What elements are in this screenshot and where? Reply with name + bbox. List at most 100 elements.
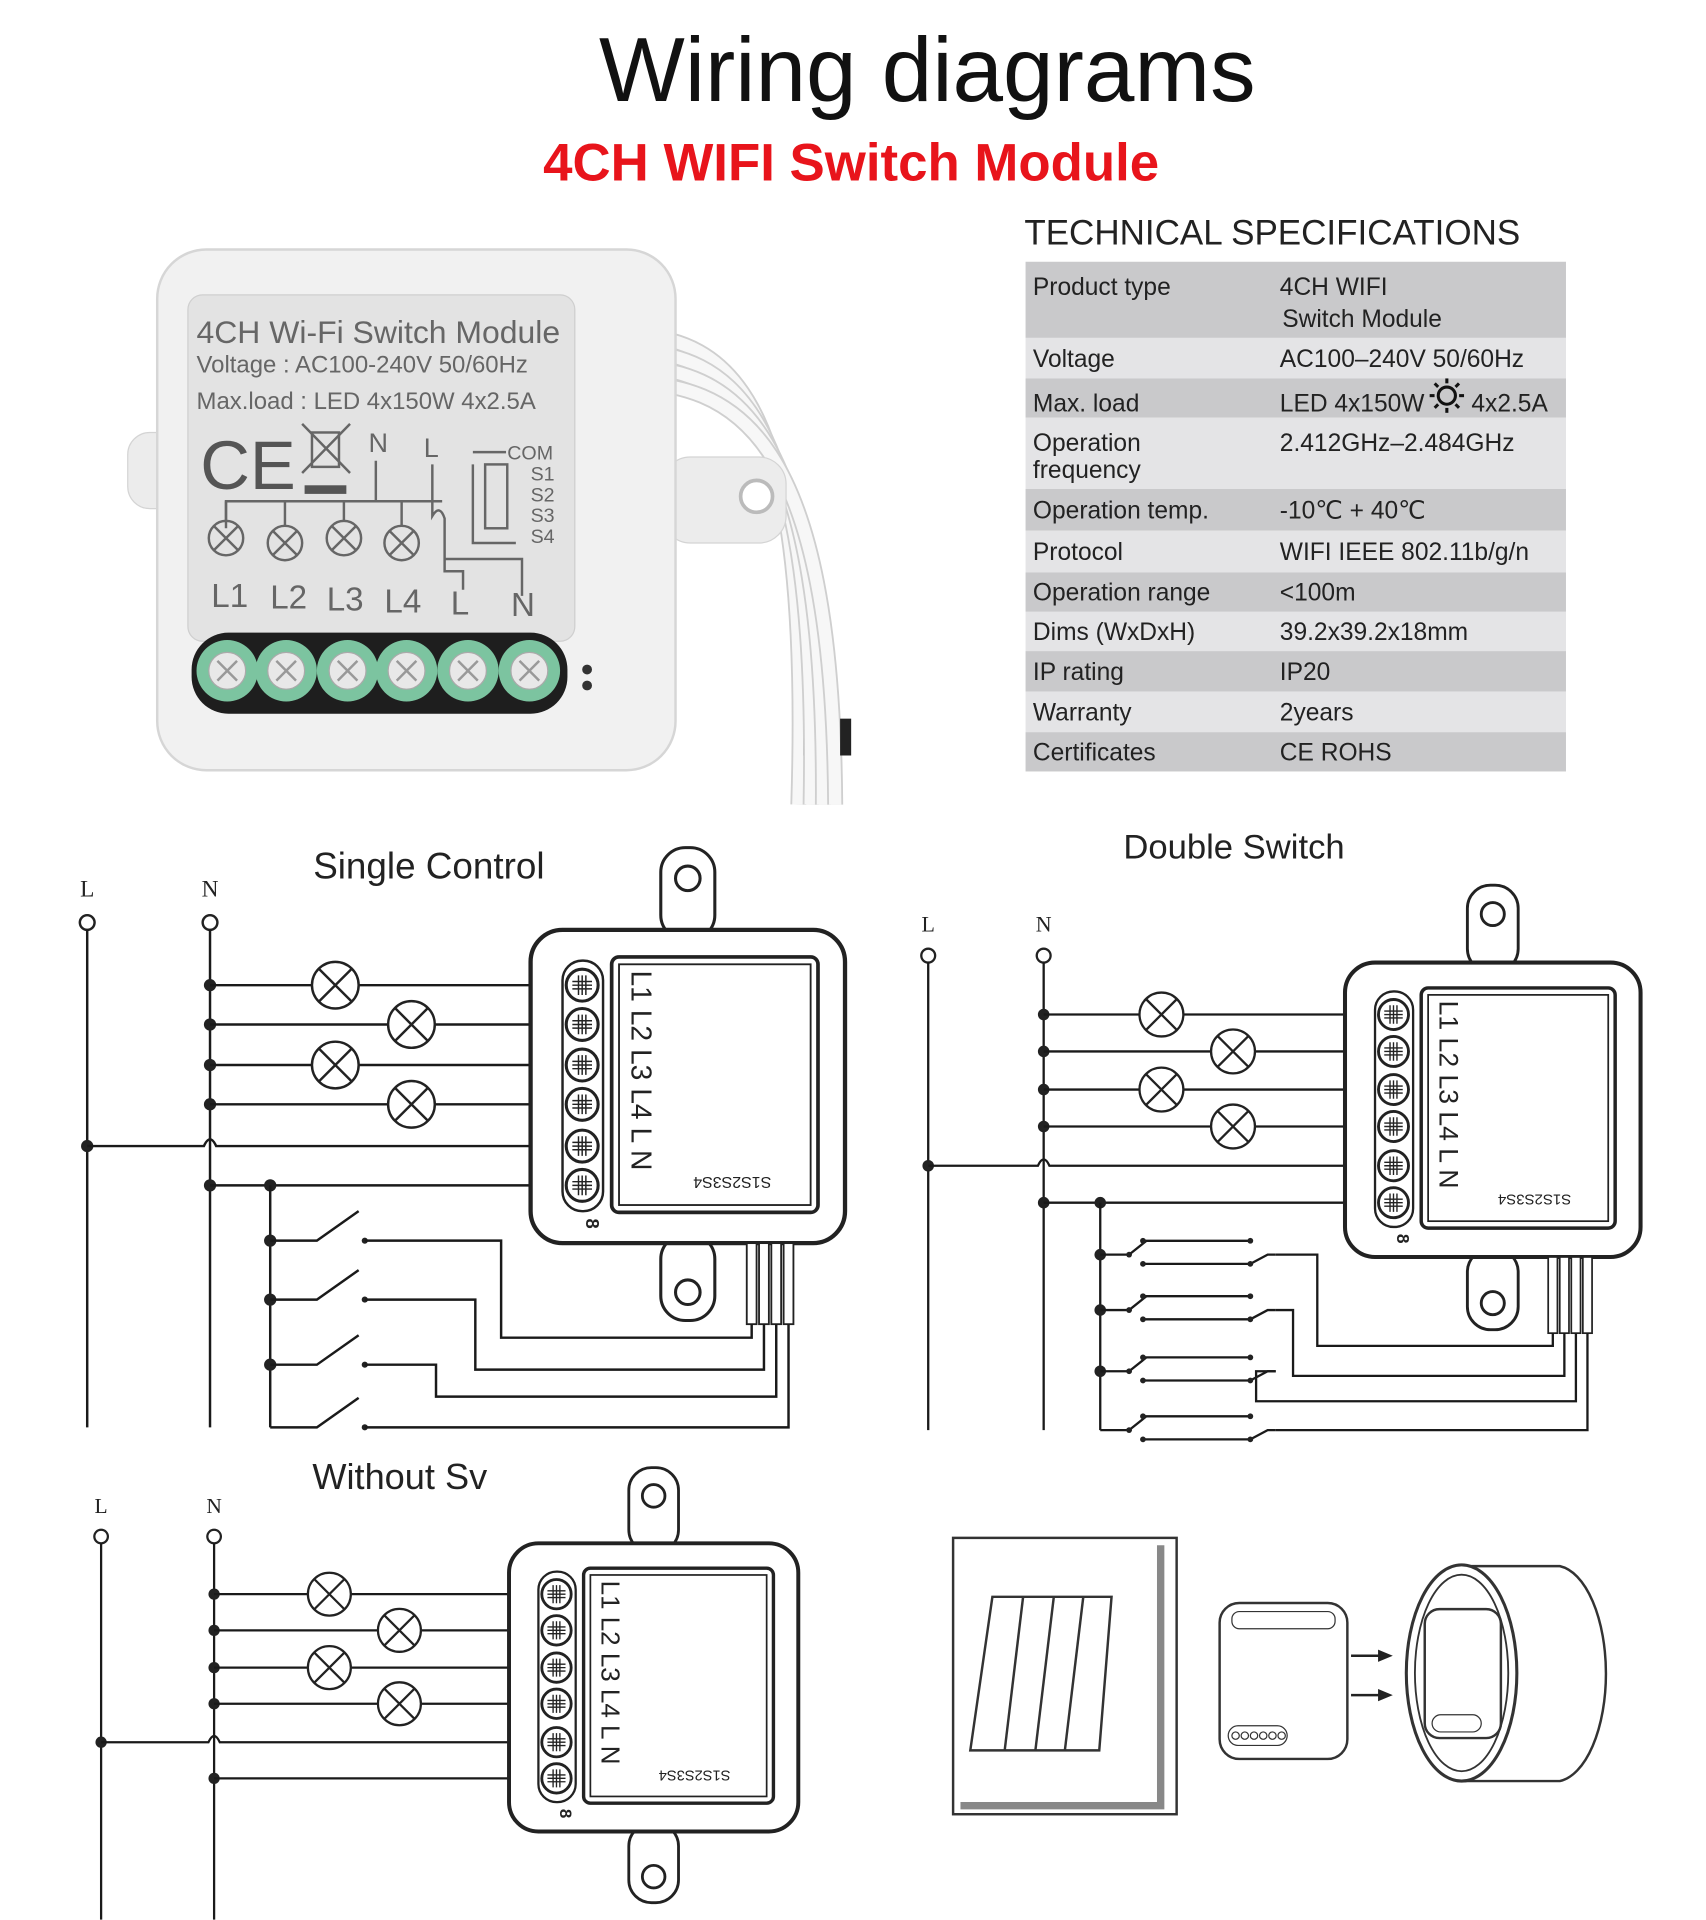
- label-switch-terminal: S4: [531, 526, 555, 548]
- screw-terminal[interactable]: [196, 640, 258, 702]
- switch-input-labels: S1S2S3S4: [1498, 1191, 1571, 1208]
- led-dot: [582, 680, 593, 691]
- spec-label: Certificates: [1033, 739, 1156, 766]
- label-lamp-icon: [383, 501, 421, 562]
- mini-module-icon: [1218, 1601, 1349, 1761]
- lamp-icon: [306, 1645, 352, 1691]
- module-inner-panel: [1419, 986, 1617, 1230]
- spec-value: 4CH WIFI: [1280, 274, 1388, 301]
- switch-icon: [270, 1396, 368, 1431]
- spec-value: Switch Module: [1282, 306, 1442, 333]
- switch-lead-wire: [758, 1242, 770, 1326]
- module-outline: [507, 1541, 801, 1834]
- screw-terminal: [540, 1614, 573, 1647]
- label-voltage: Voltage : AC100-240V 50/60Hz: [197, 351, 528, 378]
- screw-terminal: [540, 1651, 573, 1684]
- module-mark: 8: [556, 1809, 575, 1818]
- label-lamp-icon: [325, 501, 363, 557]
- mount-ear: [627, 1466, 680, 1554]
- label-terminal-l: L: [424, 433, 439, 463]
- lamp-icon: [310, 1040, 360, 1090]
- switch-input-labels: S1S2S3S4: [659, 1766, 731, 1782]
- screw-terminal[interactable]: [255, 640, 317, 702]
- switch-wire: [364, 1324, 778, 1398]
- lamp-icon: [386, 1079, 437, 1129]
- screw-terminal[interactable]: [316, 640, 379, 702]
- neutral-label: N: [1036, 911, 1052, 936]
- spec-label: Product type: [1033, 274, 1171, 301]
- label-max-load: Max.load : LED 4x150W 4x2.5A: [197, 388, 536, 415]
- switch-wire: [1275, 1308, 1566, 1378]
- switch-lead-wire: [745, 1242, 758, 1326]
- mount-hole: [673, 864, 702, 893]
- mount-hole: [640, 1863, 667, 1890]
- spec-value: 2years: [1280, 699, 1354, 726]
- arrow-right-icon: [1351, 1649, 1393, 1662]
- spec-label: Operation: [1033, 430, 1141, 457]
- label-lamp-icon: [266, 501, 304, 562]
- wire-stripe: [840, 718, 852, 756]
- page-title: Wiring diagrams: [599, 20, 1256, 121]
- spec-value: IP20: [1280, 659, 1331, 686]
- screw-terminal: [1377, 998, 1410, 1031]
- lamp-icon: [386, 999, 437, 1050]
- label-bottom-terminal: L1: [211, 578, 248, 615]
- mount-hole: [673, 1278, 702, 1307]
- switch-lead-wire: [782, 1242, 795, 1326]
- spec-label: Dims (WxDxH): [1033, 619, 1195, 646]
- label-switch-terminal: S1: [531, 463, 555, 485]
- switch-lead-wire: [1570, 1256, 1582, 1335]
- terminal-labels: L1 L2 L3 L4 L N: [625, 970, 657, 1170]
- module-outline: [528, 927, 848, 1246]
- lamp-icon: [1209, 1028, 1257, 1075]
- screw-terminal: [564, 1006, 600, 1042]
- live-feed-wire: [101, 1734, 557, 1744]
- screw-terminal: [564, 1047, 600, 1083]
- module-outline: [1342, 960, 1643, 1259]
- spec-value: 4x2.5A: [1471, 391, 1548, 418]
- screw-terminal[interactable]: [498, 640, 561, 702]
- neutral-terminal: [1035, 947, 1052, 964]
- mount-hole: [738, 478, 775, 515]
- screw-terminal[interactable]: [437, 640, 499, 702]
- lamp-icon: [1138, 991, 1185, 1038]
- label-product-name: 4CH Wi-Fi Switch Module: [197, 314, 561, 350]
- spec-row: Operation range<100m: [1025, 572, 1566, 612]
- lamp-icon: [310, 960, 360, 1010]
- label-bottom-terminal: N: [511, 587, 535, 624]
- switch-wire: [364, 1298, 766, 1371]
- four-gang-switch-icon: [968, 1595, 1113, 1752]
- spec-row: Product type 4CH WIFI Switch Module: [1025, 261, 1566, 338]
- spec-label: Voltage: [1033, 346, 1115, 373]
- two-way-switch-icon: [1100, 1293, 1276, 1323]
- diagram-title: Single Control: [313, 845, 544, 886]
- spec-value: LED 4x150W: [1280, 391, 1425, 418]
- screw-terminal: [540, 1578, 573, 1611]
- switch-wire: [364, 1239, 753, 1339]
- switch-wire: [1275, 1253, 1554, 1348]
- spec-label: Operation temp.: [1033, 497, 1209, 524]
- lamp-icon: [1209, 1103, 1257, 1150]
- mount-hole: [1479, 901, 1506, 928]
- neutral-label: N: [206, 1494, 222, 1518]
- page-subtitle: 4CH WIFI Switch Module: [543, 134, 1159, 193]
- line-label: L: [80, 877, 94, 903]
- spec-value: AC100–240V 50/60Hz: [1280, 346, 1524, 373]
- label-bottom-terminal: L3: [327, 582, 364, 619]
- junction-dot: [208, 1624, 220, 1636]
- screw-terminal[interactable]: [375, 640, 438, 702]
- screw-terminal: [564, 1128, 600, 1164]
- junction-dot: [208, 1661, 220, 1674]
- spec-row: Voltage AC100–240V 50/60Hz: [1025, 337, 1566, 379]
- screw-terminal: [1377, 1073, 1410, 1107]
- switch-wire: [364, 1324, 790, 1429]
- diagram-title: Without Sv: [312, 1456, 487, 1497]
- label-bottom-terminal: L2: [270, 580, 307, 617]
